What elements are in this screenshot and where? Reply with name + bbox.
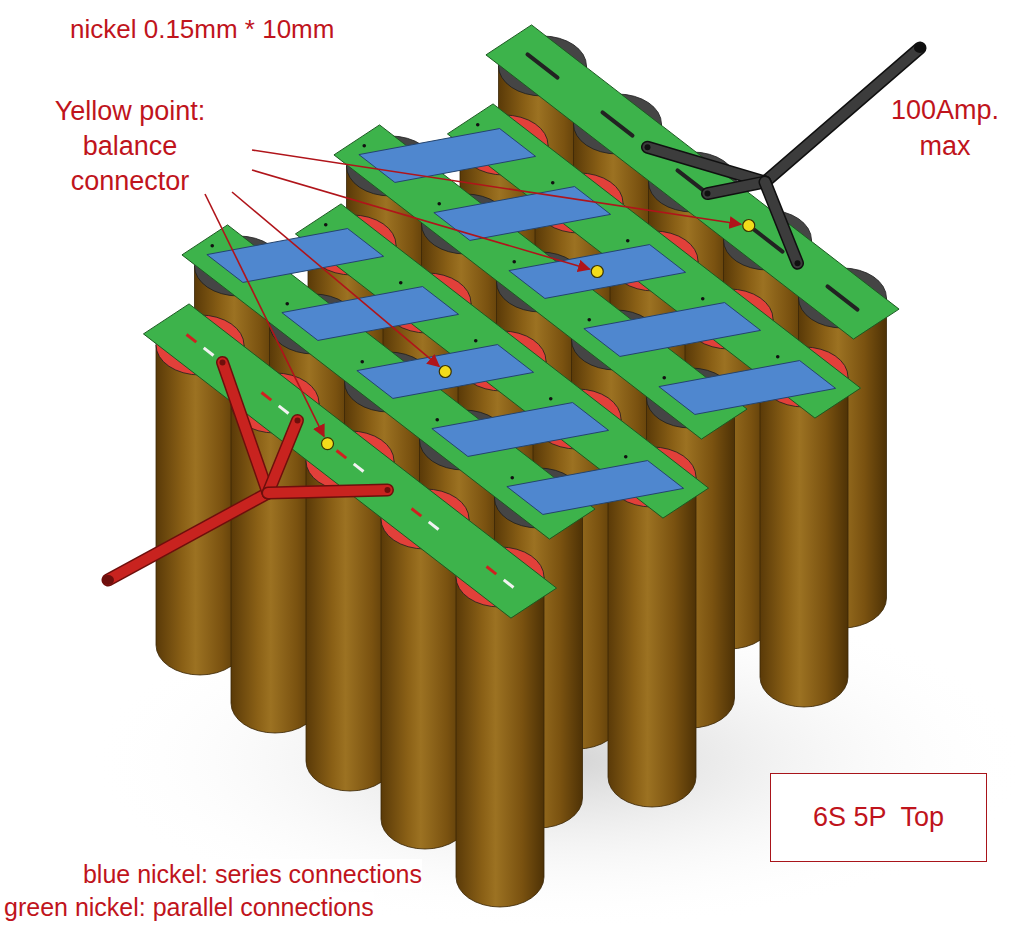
weld-dot [626,239,630,243]
leader-arrow [232,192,439,366]
leader-arrow [205,194,324,436]
annotation-text: green nickel: parallel connections [4,892,374,922]
leader-arrow [252,150,741,224]
strip-mark [337,451,347,459]
positive-lead [102,359,391,585]
weld-dot [324,223,328,227]
weld-dot [549,397,553,401]
nickel-strip-blue [357,345,534,399]
strip-mark [412,509,422,517]
nickel-strip-blue [359,129,536,183]
lead-tube [268,420,298,493]
lead-outline [223,362,269,493]
nickel-strip-blue [282,287,459,341]
lead-end [102,575,114,585]
cell-body [608,477,696,807]
nickel-strip-blue [507,461,684,515]
parallel-strips [143,25,899,618]
lead-outline [765,182,798,263]
strip-slot [603,112,633,135]
weld-dot [360,360,364,364]
weld-dot [210,244,214,248]
lead-tube [648,147,766,182]
nickel-strip-blue [434,187,611,241]
lead-end [914,43,926,53]
weld-dot [624,455,628,459]
box-title: 6S 5P Top [813,802,944,833]
strip-mark [204,348,214,356]
balance-point [743,220,755,232]
weld-dot [437,202,441,206]
lead-end [795,260,801,266]
negative-lead [645,43,927,266]
balance-point [322,438,334,450]
nickel-strip-blue [207,229,384,283]
weld-dot [474,339,478,343]
annotation-text: Yellow point: balance connector [35,94,225,199]
lead-tube [223,362,269,493]
weld-dot [435,418,439,422]
strip-mark [354,464,364,472]
lead-tube [108,493,268,580]
lead-outline [708,182,766,194]
lead-outline [648,147,766,182]
strip-slot [528,54,558,77]
nickel-strip-green [486,25,899,339]
nickel-strip-blue [584,303,761,357]
weld-dot [510,476,514,480]
lead-end [385,487,391,493]
annotation-text: blue nickel: series connections [14,859,422,889]
cell-body [456,577,544,907]
weld-dot [399,281,403,285]
strip-mark [504,580,514,588]
balance-point [591,266,603,278]
series-strips [207,129,836,515]
annotation-text: nickel 0.15mm * 10mm [70,14,334,45]
strip-mark [187,335,197,343]
lead-outline [268,490,388,493]
lead-tube [765,182,798,263]
strip-mark [487,567,497,575]
weld-dot [551,181,555,185]
weld-dot [362,144,366,148]
leader-arrow [252,170,590,269]
weld-dot [776,355,780,359]
lead-tube [708,182,766,194]
strip-mark [262,393,272,401]
nickel-strip-blue [432,403,609,457]
weld-dot [701,297,705,301]
weld-dot [662,376,666,380]
annotation-text: 100Amp. max [878,92,1012,164]
weld-dot [476,123,480,127]
title-box: 6S 5P Top [770,773,987,862]
weld-dot [587,318,591,322]
lead-end [645,144,651,150]
strip-mark [279,406,289,414]
lead-outline [268,420,298,493]
weld-dot [285,302,289,306]
weld-dot [512,260,516,264]
strip-mark [429,522,439,530]
lead-end [220,359,226,365]
lead-end [295,417,301,423]
lead-end [705,191,711,197]
lead-outline [108,493,268,580]
balance-point [439,366,451,378]
lead-tube [268,490,388,493]
cell-body [760,377,848,707]
strip-slot [828,286,858,309]
nickel-strip-blue [659,361,836,415]
